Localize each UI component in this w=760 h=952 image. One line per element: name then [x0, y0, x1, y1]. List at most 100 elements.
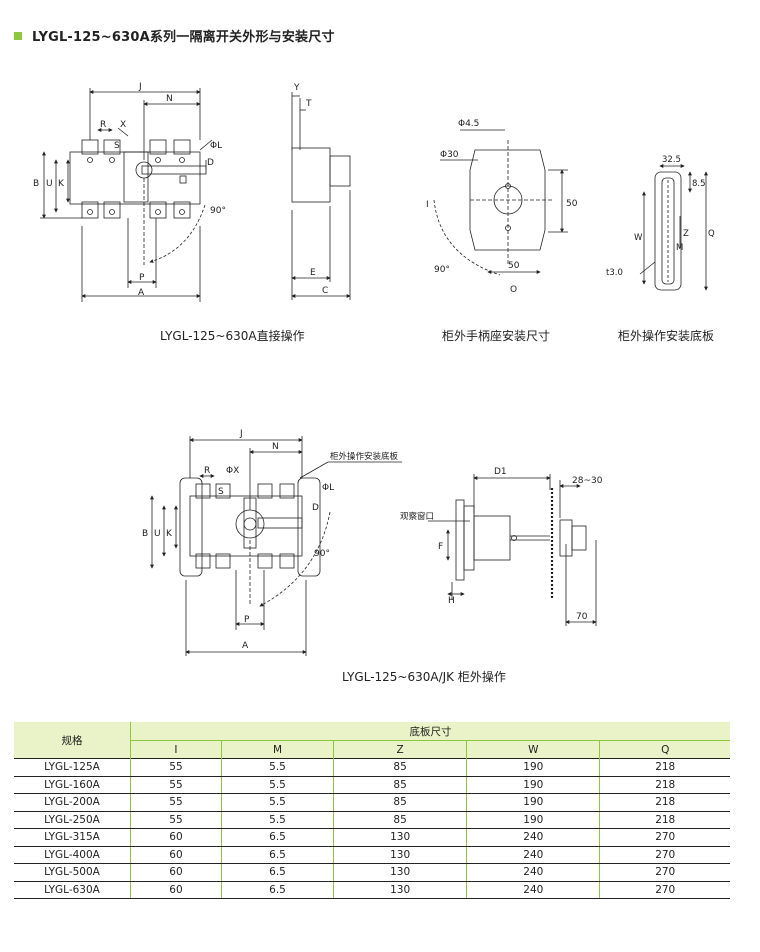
label-D-2: D: [312, 503, 319, 513]
cell-z: 85: [333, 758, 467, 777]
cell-q: 270: [599, 863, 730, 882]
label-R-2: R: [204, 466, 210, 476]
cell-model: LYGL-125A: [14, 758, 131, 777]
label-O: O: [510, 285, 517, 295]
cell-m: 5.5: [220, 811, 334, 829]
label-K: K: [58, 179, 65, 189]
external-side-drawing: [428, 474, 597, 626]
label-A-2: A: [242, 641, 249, 651]
cell-w: 190: [466, 776, 600, 794]
handle-mount-plate: [469, 149, 546, 251]
cell-i: 55: [130, 758, 222, 777]
handle-mount-drawing: [433, 129, 568, 276]
switch-side-body: [473, 515, 511, 561]
cell-q: 218: [599, 793, 730, 812]
switch-body-2: [189, 495, 303, 557]
column-header-m: M: [220, 740, 334, 759]
label-U: U: [46, 179, 53, 189]
caption-cabinet-plate: 柜外操作安装底板: [618, 329, 715, 343]
cell-z: 130: [333, 881, 467, 899]
label-T: T: [305, 99, 312, 109]
cell-z: 85: [333, 776, 467, 794]
terminal-top-4: [173, 139, 191, 155]
cell-q: 270: [599, 828, 730, 847]
cell-m: 5.5: [220, 776, 334, 794]
cell-m: 6.5: [220, 846, 334, 864]
label-U-2: U: [154, 529, 161, 539]
external-operation-labels: J N R ΦX S ΦL D B U K 90° P A 柜外操作安装底板: [142, 429, 399, 651]
label-I: I: [426, 200, 429, 210]
label-phi45: Φ4.5: [458, 119, 479, 129]
label-angle: 90°: [210, 206, 226, 216]
label-A: A: [138, 288, 145, 298]
label-S-2: S: [218, 487, 224, 497]
side-view-labels: Y T E C: [293, 83, 328, 296]
cell-q: 270: [599, 846, 730, 864]
label-D1: D1: [494, 467, 507, 477]
label-window: 观察窗口: [400, 511, 434, 522]
external-side-labels: D1 28~30 观察窗口 F H 70: [400, 467, 603, 622]
spec-header: 规格: [14, 722, 131, 759]
terminal-bottom-3: [149, 201, 167, 219]
cell-m: 6.5: [220, 828, 334, 847]
label-N: N: [166, 94, 173, 104]
side-body: [291, 147, 331, 203]
cell-w: 190: [466, 811, 600, 829]
label-325: 32.5: [662, 155, 681, 165]
switch-body: [69, 151, 201, 205]
handle-bar-2: [257, 517, 303, 529]
title-row: LYGL-125~630A系列一隔离开关外形与安装尺寸: [14, 26, 335, 45]
cell-i: 55: [130, 793, 222, 812]
handle-hub-2: [235, 509, 265, 539]
cell-w: 240: [466, 846, 600, 864]
handle-hub: [135, 161, 153, 179]
label-E: E: [310, 268, 316, 278]
label-S: S: [114, 141, 120, 151]
cell-m: 5.5: [220, 758, 334, 777]
mounting-plate-labels: 32.5 8.5 W Z M Q t3.0: [606, 155, 715, 278]
label-L: ΦL: [210, 141, 222, 151]
label-P-2: P: [244, 615, 250, 625]
terminal-bottom-1: [81, 201, 99, 219]
label-t30: t3.0: [606, 268, 623, 278]
terminal-bottom-2: [103, 201, 121, 219]
caption-direct: LYGL-125~630A直接操作: [160, 329, 305, 343]
direct-operation-drawing: [40, 88, 213, 302]
cell-z: 130: [333, 846, 467, 864]
cell-w: 240: [466, 828, 600, 847]
cell-z: 130: [333, 828, 467, 847]
column-header-i: I: [130, 740, 222, 759]
cell-i: 60: [130, 828, 222, 847]
label-L-2: ΦL: [322, 483, 334, 493]
title-bullet: [14, 31, 22, 40]
panel-flange: [455, 499, 465, 581]
label-N-2: N: [272, 442, 279, 452]
label-PhiX-2: ΦX: [226, 466, 239, 476]
column-header-w: W: [466, 740, 600, 759]
label-angle-2: 90°: [434, 265, 450, 275]
label-H: H: [448, 596, 455, 606]
direct-operation-labels: J N R X S ΦL D B U K 90° P A: [33, 82, 226, 298]
label-B-2: B: [142, 529, 148, 539]
label-R: R: [100, 120, 106, 130]
side-view-drawing: [291, 92, 351, 300]
cell-w: 240: [466, 881, 600, 899]
cell-w: 190: [466, 758, 600, 777]
label-B: B: [33, 179, 39, 189]
column-header-z: Z: [333, 740, 467, 759]
label-F: F: [438, 542, 443, 552]
label-50-horizontal: 50: [508, 261, 520, 271]
cell-q: 270: [599, 881, 730, 899]
caption-external: LYGL-125~630A/JK 柜外操作: [342, 670, 506, 684]
label-X: X: [120, 120, 126, 130]
cell-i: 55: [130, 776, 222, 794]
